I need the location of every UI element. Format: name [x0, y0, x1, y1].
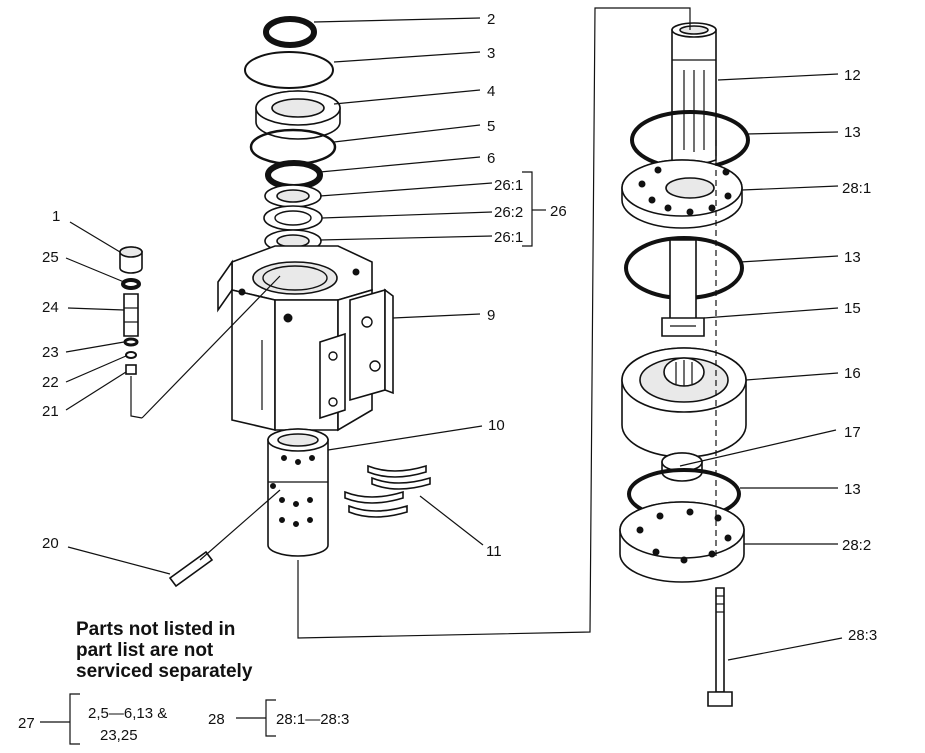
callout-11: 11	[486, 543, 502, 560]
part-16-gear-set	[621, 347, 747, 458]
callout-12: 12	[844, 67, 861, 84]
callout-26: 26	[550, 203, 567, 220]
group-27-number: 27	[18, 715, 35, 732]
callout-28-1: 28:1	[842, 180, 871, 197]
callout-26-2: 26:2	[494, 204, 523, 221]
callout-20: 20	[42, 535, 59, 552]
callout-5: 5	[487, 118, 495, 135]
leader-lines	[40, 7, 843, 745]
part-1-plug	[119, 246, 143, 274]
part-10-sleeve	[267, 428, 329, 557]
callout-17: 17	[844, 424, 861, 441]
callout-23: 23	[42, 344, 59, 361]
callout-13-bottom: 13	[844, 481, 861, 498]
part-12-drive-shaft	[671, 22, 717, 165]
group-27-line-2: 23,25	[100, 727, 138, 744]
part-3-o-ring	[244, 51, 334, 89]
part-28-1-plate	[621, 159, 743, 229]
callout-21: 21	[42, 403, 59, 420]
callout-24: 24	[42, 299, 59, 316]
group-28-number: 28	[208, 711, 225, 728]
part-23-o-ring	[123, 337, 139, 347]
callout-22: 22	[42, 374, 59, 391]
callout-4: 4	[487, 83, 495, 100]
part-20-pin	[168, 550, 214, 588]
part-4-seal	[255, 90, 341, 140]
callout-2: 2	[487, 11, 495, 28]
callout-26-1-bottom: 26:1	[494, 229, 523, 246]
callout-13-top: 13	[844, 124, 861, 141]
part-28-2-end-cover	[619, 501, 745, 583]
callout-25: 25	[42, 249, 59, 266]
part-25-ring	[121, 278, 141, 290]
note-line-1: Parts not listed in	[76, 619, 235, 640]
callout-26-1-top: 26:1	[494, 177, 523, 194]
note-line-2: part list are not	[76, 640, 214, 661]
group-28-range: 28:1—28:3	[276, 711, 349, 728]
part-9-housing	[217, 245, 394, 432]
part-26-2	[263, 205, 323, 231]
part-15-cardan-shaft	[661, 239, 705, 337]
callout-1: 1	[52, 208, 60, 225]
group-key-27: 27 2,5—6,13 & 23,25	[18, 705, 167, 744]
note-line-3: serviced separately	[76, 661, 253, 682]
part-21-ball	[125, 364, 137, 375]
callout-labels: 2 3 4 5 6 26:1 26:2 26:1 26 9 10 11 20 1…	[42, 11, 877, 644]
part-24-valve	[123, 293, 139, 337]
part-28-3-bolt	[707, 587, 733, 707]
part-26-1-top	[264, 184, 322, 208]
part-11-springs	[344, 464, 431, 518]
callout-28-2: 28:2	[842, 537, 871, 554]
callout-15: 15	[844, 300, 861, 317]
part-6-ring	[265, 160, 323, 190]
callout-13-middle: 13	[844, 249, 861, 266]
callout-3: 3	[487, 45, 495, 62]
group-key-28: 28 28:1—28:3	[208, 711, 349, 728]
part-22-ring	[125, 351, 137, 359]
callout-10: 10	[488, 417, 505, 434]
group-27-line-1: 2,5—6,13 &	[88, 705, 167, 722]
service-note: Parts not listed in part list are not se…	[76, 619, 253, 682]
callout-28-3: 28:3	[848, 627, 877, 644]
part-2-ring	[263, 16, 317, 48]
part-17-spline	[661, 452, 703, 482]
callout-9: 9	[487, 307, 495, 324]
callout-16: 16	[844, 365, 861, 382]
callout-6: 6	[487, 150, 495, 167]
